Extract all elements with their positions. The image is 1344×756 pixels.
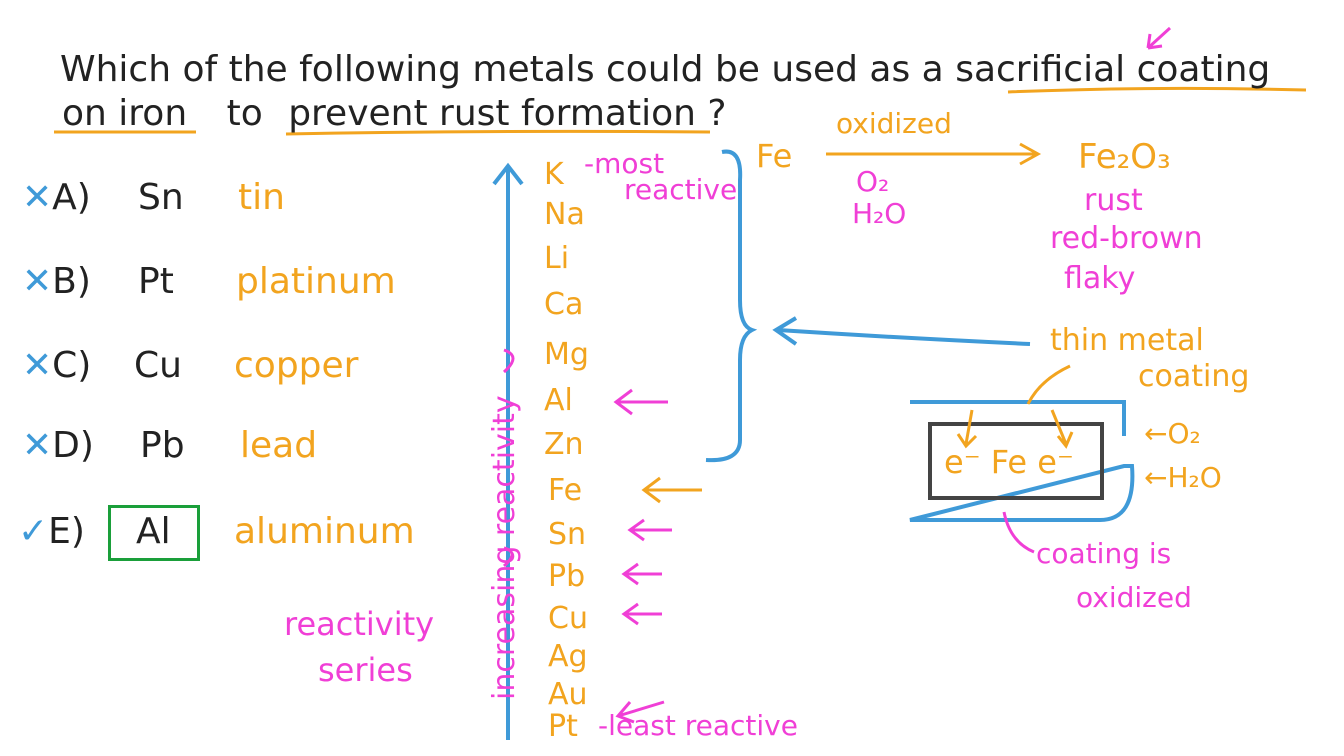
option-c-cross-icon: ✕ bbox=[22, 345, 53, 386]
coating-note-line2: oxidized bbox=[1076, 581, 1192, 614]
metal-ag: Ag bbox=[548, 639, 588, 674]
axis-bracket-marks bbox=[502, 348, 515, 568]
question-highlight-prevent-rust: prevent rust formation bbox=[288, 93, 696, 134]
arrow-al-icon bbox=[613, 388, 668, 416]
metal-pt: Pt bbox=[548, 709, 578, 744]
coating-label-pointer bbox=[1026, 364, 1071, 405]
option-a-name: tin bbox=[238, 177, 285, 218]
option-a: ✕A) Sn tin bbox=[22, 177, 285, 218]
reaction-arrowhead-icon bbox=[1019, 142, 1042, 166]
arrow-cu-icon bbox=[621, 602, 662, 626]
question-line2: on iron to prevent rust formation ? bbox=[62, 96, 726, 132]
coating-note-line1: coating is bbox=[1036, 537, 1172, 570]
iron-with-electrons: e⁻ Fe e⁻ bbox=[944, 443, 1074, 481]
metal-li: Li bbox=[544, 241, 570, 276]
coating-o2-arrow: ←O₂ bbox=[1144, 417, 1201, 450]
brace-pointer-arrowhead-icon bbox=[772, 316, 798, 346]
least-reactive-label: -least reactive bbox=[598, 709, 798, 742]
metal-au: Au bbox=[548, 677, 588, 712]
option-e: ✓E) Al aluminum bbox=[18, 511, 415, 552]
option-d-name: lead bbox=[240, 425, 318, 466]
question-line1-start: Which of the following metals could be u… bbox=[60, 49, 944, 90]
option-b-symbol: Pt bbox=[138, 261, 174, 302]
question-word-to: to bbox=[226, 93, 263, 134]
reaction-reactant: Fe bbox=[756, 137, 793, 175]
correct-answer-box bbox=[108, 505, 200, 561]
option-a-symbol: Sn bbox=[138, 177, 184, 218]
arrow-sn-icon bbox=[627, 518, 672, 542]
option-d-letter: D) bbox=[52, 425, 94, 466]
underline-prevent-rust bbox=[285, 129, 711, 136]
product-desc-flaky: flaky bbox=[1064, 261, 1136, 296]
series-label-reactivity: reactivity bbox=[284, 605, 435, 643]
arrow-pb-icon bbox=[621, 562, 662, 586]
arrow-fe-icon bbox=[641, 476, 702, 504]
option-b-cross-icon: ✕ bbox=[22, 261, 53, 302]
coating-outline bbox=[909, 400, 1135, 522]
coating-h2o-arrow: ←H₂O bbox=[1144, 461, 1222, 494]
option-c-symbol: Cu bbox=[134, 345, 182, 386]
option-e-check-icon: ✓ bbox=[18, 511, 49, 552]
metal-zn: Zn bbox=[544, 427, 584, 462]
option-b: ✕B) Pt platinum bbox=[22, 261, 396, 302]
underline-sacrificial-coating bbox=[1007, 86, 1307, 94]
coating-label-coating: coating bbox=[1138, 359, 1250, 394]
option-e-name: aluminum bbox=[234, 511, 415, 552]
reactive-metals-brace bbox=[705, 149, 758, 463]
electron-arrow-right-icon bbox=[1050, 409, 1074, 449]
metal-fe: Fe bbox=[548, 473, 583, 508]
question-line1: Which of the following metals could be u… bbox=[60, 52, 1270, 88]
pointer-arrow-icon bbox=[1146, 26, 1172, 50]
series-label-series: series bbox=[318, 651, 413, 689]
iron-block-outline bbox=[928, 422, 1104, 500]
question-highlight-sacrificial-coating: sacrificial coating bbox=[955, 49, 1271, 90]
option-b-name: platinum bbox=[236, 261, 396, 302]
axis-label-increasing-reactivity: increasing reactivity bbox=[487, 395, 522, 700]
option-a-letter: A) bbox=[52, 177, 91, 218]
arrow-pt-icon bbox=[615, 700, 665, 724]
coating-note-pointer bbox=[1002, 511, 1035, 554]
option-c-name: copper bbox=[234, 345, 359, 386]
option-e-symbol: Al bbox=[136, 511, 171, 552]
reactivity-axis-arrowhead-icon bbox=[492, 162, 524, 186]
electron-arrow-left-icon bbox=[956, 409, 978, 449]
most-reactive-label-2: reactive bbox=[624, 173, 738, 206]
reaction-condition-o2: O₂ bbox=[856, 165, 890, 198]
coating-label-thin-metal: thin metal bbox=[1050, 323, 1204, 358]
brace-pointer-line bbox=[777, 328, 1031, 346]
reaction-arrow-label: oxidized bbox=[836, 107, 952, 140]
option-d-symbol: Pb bbox=[140, 425, 185, 466]
metal-al: Al bbox=[544, 383, 573, 418]
option-a-cross-icon: ✕ bbox=[22, 177, 53, 218]
option-b-letter: B) bbox=[52, 261, 91, 302]
metal-sn: Sn bbox=[548, 517, 587, 552]
reaction-product: Fe₂O₃ bbox=[1078, 137, 1171, 177]
metal-k: K bbox=[544, 157, 564, 192]
product-desc-rust: rust bbox=[1084, 183, 1143, 218]
option-d: ✕D) Pb lead bbox=[22, 425, 317, 466]
option-e-letter: E) bbox=[48, 511, 85, 552]
most-reactive-label-1: -most bbox=[584, 147, 665, 180]
metal-cu: Cu bbox=[548, 601, 588, 636]
reaction-condition-h2o: H₂O bbox=[852, 197, 907, 230]
option-c: ✕C) Cu copper bbox=[22, 345, 358, 386]
metal-mg: Mg bbox=[544, 337, 589, 372]
question-mark: ? bbox=[707, 93, 727, 134]
option-c-letter: C) bbox=[52, 345, 92, 386]
metal-ca: Ca bbox=[544, 287, 584, 322]
option-d-cross-icon: ✕ bbox=[22, 425, 53, 466]
metal-pb: Pb bbox=[548, 559, 586, 594]
question-highlight-on-iron: on iron bbox=[62, 93, 188, 134]
product-desc-red-brown: red-brown bbox=[1050, 221, 1203, 256]
metal-na: Na bbox=[544, 197, 585, 232]
